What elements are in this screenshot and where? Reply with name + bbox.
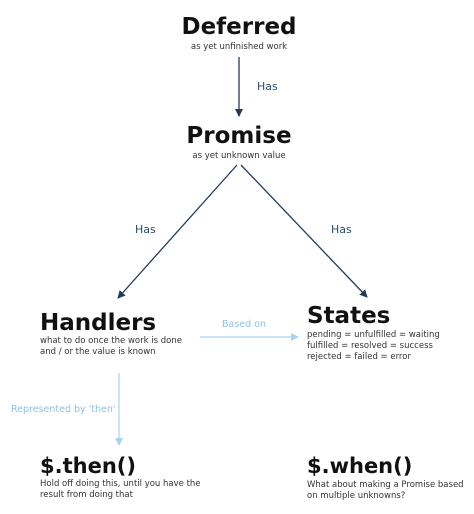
node-states-line-1: pending = unfulfilled = waiting: [307, 330, 440, 340]
node-deferred-subtitle: as yet unfinished work: [190, 42, 288, 52]
edge-label-handlers-then: Represented by 'then': [11, 404, 116, 415]
node-then-line-1: Hold off doing this, until you have the: [40, 479, 201, 489]
node-handlers-line-2: and / or the value is known: [40, 347, 156, 357]
node-handlers-title: Handlers: [40, 310, 157, 336]
node-promise-title: Promise: [186, 123, 292, 149]
edge-promise-states: [240, 164, 368, 298]
node-promise-subtitle: as yet unknown value: [192, 151, 286, 161]
node-when-line-1: What about making a Promise based: [307, 480, 464, 490]
node-states-line-2: fulfilled = resolved = success: [307, 341, 433, 351]
node-when-title: $.when(): [307, 454, 413, 478]
node-deferred-title: Deferred: [181, 14, 297, 40]
node-handlers-line-1: what to do once the work is done: [40, 336, 182, 346]
edge-label-promise-states: Has: [331, 223, 352, 236]
node-then-title: $.then(): [40, 454, 136, 478]
node-states-title: States: [307, 303, 391, 329]
node-when-line-2: on multiple unknowns?: [307, 491, 406, 501]
edge-label-deferred-promise: Has: [257, 80, 278, 93]
node-states-line-3: rejected = failed = error: [307, 352, 411, 362]
edge-label-handlers-states: Based on: [222, 319, 267, 330]
node-then-line-2: result from doing that: [40, 490, 133, 500]
edge-label-promise-handlers: Has: [135, 223, 156, 236]
edge-promise-handlers: [117, 164, 238, 299]
